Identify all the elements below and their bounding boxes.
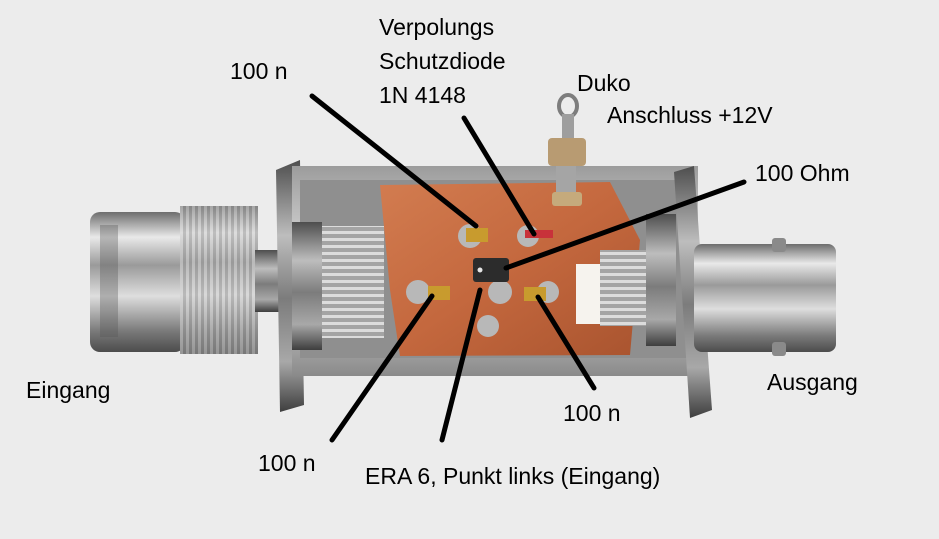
line-cap-bottom-right (535, 294, 597, 391)
diode-label-line2: Schutzdiode (379, 48, 506, 74)
diode-label-line3: 1N 4148 (379, 82, 466, 108)
right-bushing (600, 214, 676, 346)
line-resistor (503, 179, 747, 271)
line-cap-top (309, 93, 479, 229)
output-bnc-connector (694, 238, 836, 356)
left-bushing (292, 222, 384, 350)
line-cap-bottom-left (329, 293, 435, 443)
diode-label-line1: Verpolungs (379, 14, 495, 40)
duko-label-line2: Anschluss +12V (607, 102, 773, 128)
line-diode (461, 115, 537, 237)
right-mounting-flange (674, 166, 712, 418)
cap-bottom-right-label: 100 n (563, 400, 621, 426)
input-label: Eingang (26, 377, 111, 403)
line-amplifier (439, 287, 483, 443)
cap-bottom-left-label: 100 n (258, 450, 316, 476)
annotation-lines (309, 93, 747, 443)
cap-top-label: 100 n (230, 58, 288, 84)
output-label: Ausgang (767, 369, 858, 395)
resistor-label: 100 Ohm (755, 160, 850, 186)
amplifier-label: ERA 6, Punkt links (Eingang) (365, 463, 661, 489)
input-bnc-connector (90, 206, 285, 354)
feedthrough-capacitor (548, 93, 586, 206)
duko-label-line1: Duko (577, 70, 631, 96)
